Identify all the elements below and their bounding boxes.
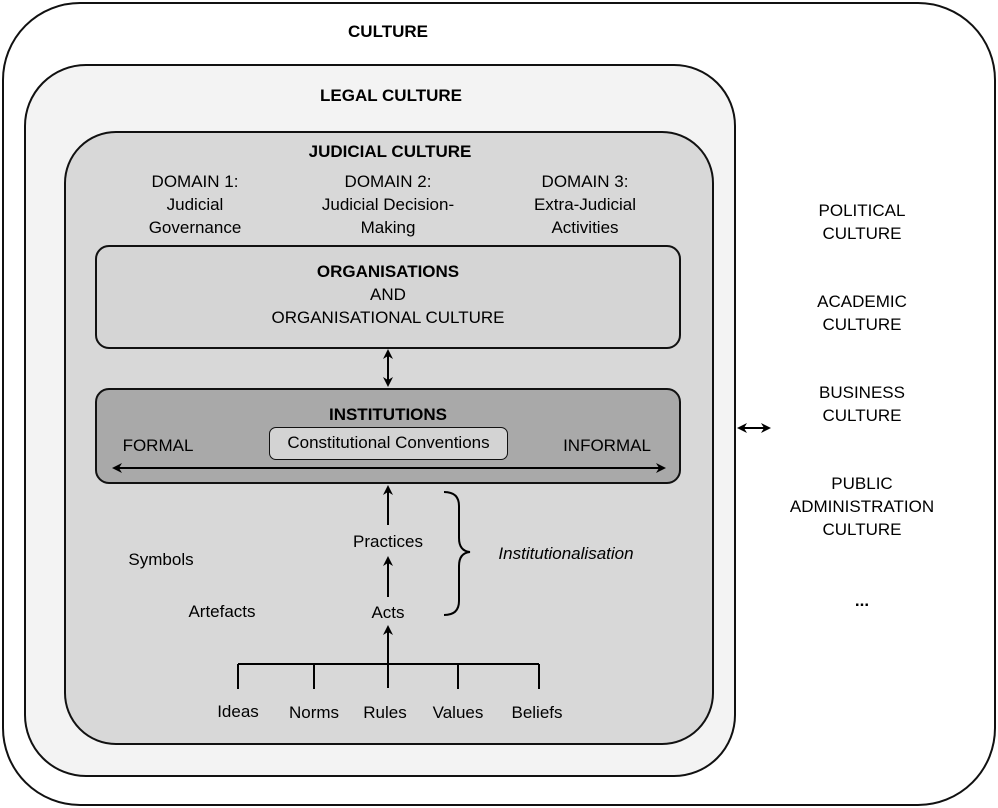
culture-title: CULTURE [348, 22, 428, 41]
organisations-title: ORGANISATIONS [316, 262, 460, 281]
source-ideas: Ideas [217, 702, 259, 721]
source-beliefs: Beliefs [511, 703, 563, 722]
artefacts-label: Artefacts [188, 602, 256, 621]
formal-label: FORMAL [122, 436, 194, 455]
more-cultures-ellipsis: ... [854, 591, 870, 610]
source-rules: Rules [363, 703, 407, 722]
business-culture-label: BUSINESS CULTURE [819, 383, 905, 425]
informal-label: INFORMAL [563, 436, 651, 455]
domain-1-label: DOMAIN 1: Judicial Governance [148, 172, 242, 237]
constitutional-conventions-label: Constitutional Conventions [287, 433, 490, 452]
source-values: Values [432, 703, 484, 722]
practices-label: Practices [353, 532, 423, 551]
legal-culture-title: LEGAL CULTURE [320, 86, 462, 105]
acts-label: Acts [371, 603, 405, 622]
organisations-subtitle: AND ORGANISATIONAL CULTURE [271, 285, 505, 327]
institutionalisation-label: Institutionalisation [498, 544, 634, 563]
domain-2-label: DOMAIN 2: Judicial Decision- Making [321, 172, 455, 237]
source-norms: Norms [288, 703, 340, 722]
constitutional-conventions-box [269, 427, 508, 460]
political-culture-label: POLITICAL CULTURE [818, 201, 906, 243]
institutions-title: INSTITUTIONS [328, 405, 448, 424]
symbols-label: Symbols [128, 550, 194, 569]
organisations-box [95, 245, 681, 349]
public-administration-culture-label: PUBLIC ADMINISTRATION CULTURE [789, 474, 935, 539]
academic-culture-label: ACADEMIC CULTURE [817, 292, 907, 334]
domain-3-label: DOMAIN 3: Extra-Judicial Activities [533, 172, 637, 237]
judicial-culture-title: JUDICIAL CULTURE [308, 142, 472, 161]
